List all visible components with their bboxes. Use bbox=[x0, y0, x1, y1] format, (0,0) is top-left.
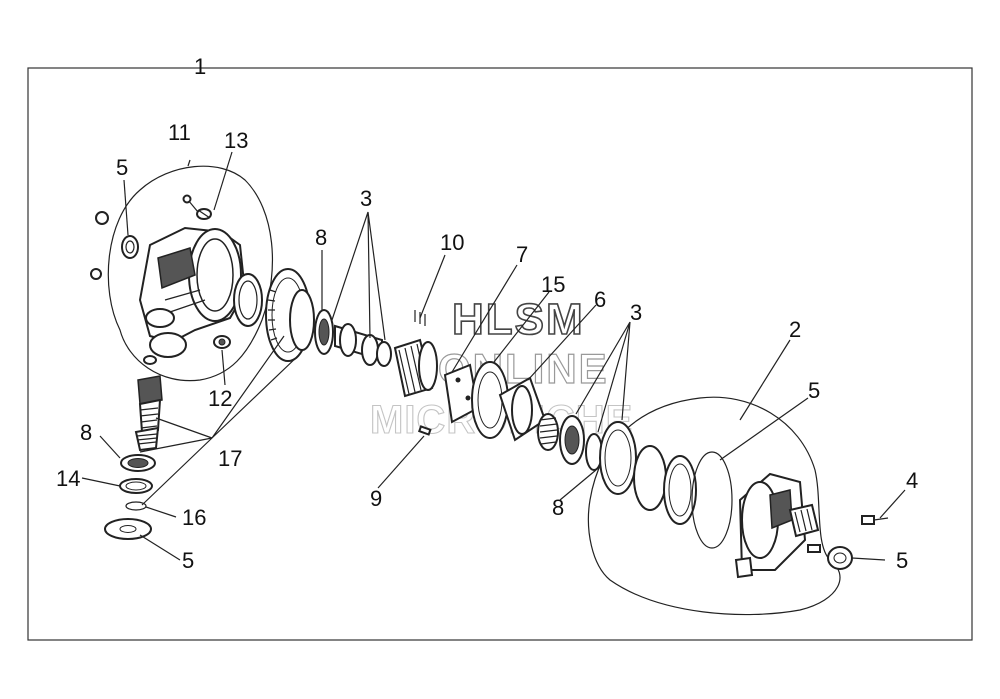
callout-7: 7 bbox=[516, 242, 528, 267]
callout-5-bottom-left: 5 bbox=[182, 548, 194, 573]
callout-4: 4 bbox=[906, 468, 918, 493]
part-gear-housing-11 bbox=[138, 226, 247, 358]
part-bolt-4 bbox=[861, 515, 889, 525]
part-o-ring-5-upper-left bbox=[121, 235, 139, 259]
part-breather-valve-13 bbox=[182, 194, 212, 220]
callout-3-right: 3 bbox=[630, 300, 642, 325]
callout-5-upper-left: 5 bbox=[116, 155, 128, 180]
callout-6: 6 bbox=[594, 287, 606, 312]
callout-17: 17 bbox=[218, 446, 242, 471]
callout-8-lower-left: 8 bbox=[80, 420, 92, 445]
part-dowel-pin bbox=[807, 544, 821, 553]
callout-8-center: 8 bbox=[315, 225, 327, 250]
callout-5-right-lower: 5 bbox=[896, 548, 908, 573]
callout-11: 11 bbox=[168, 120, 191, 145]
callout-5-right-upper: 5 bbox=[808, 378, 820, 403]
part-fuel-line-tube bbox=[73, 211, 109, 280]
part-roller-pin-9 bbox=[417, 425, 432, 436]
part-armature-plate-15 bbox=[471, 361, 509, 439]
group-outline-11 bbox=[107, 165, 274, 382]
part-o-ring-5-right bbox=[691, 451, 733, 549]
part-pinion-shaft bbox=[134, 355, 163, 452]
callout-labels: 1 11 13 5 3 8 10 7 15 6 3 2 5 12 8 17 14… bbox=[56, 54, 918, 573]
callout-10: 10 bbox=[440, 230, 464, 255]
part-input-shaft bbox=[334, 323, 392, 367]
watermark-line-1: HLSM bbox=[452, 295, 585, 344]
leader-lines bbox=[81, 151, 906, 561]
callout-1: 1 bbox=[194, 54, 206, 79]
callout-15: 15 bbox=[541, 272, 565, 297]
callout-9: 9 bbox=[370, 486, 382, 511]
part-roller-clutch-cage bbox=[393, 338, 438, 398]
callout-3-center: 3 bbox=[360, 186, 372, 211]
diagram-frame bbox=[27, 67, 973, 641]
part-bolt-12 bbox=[213, 335, 231, 349]
callout-2: 2 bbox=[789, 317, 801, 342]
part-seal-ring-right-1 bbox=[599, 421, 637, 495]
part-output-gear bbox=[537, 413, 559, 451]
callout-16: 16 bbox=[182, 505, 206, 530]
part-gasket-right bbox=[633, 445, 667, 511]
callout-8-right: 8 bbox=[552, 495, 564, 520]
part-cover-housing-2 bbox=[734, 472, 820, 579]
callout-14: 14 bbox=[56, 466, 80, 491]
part-coil-6 bbox=[498, 376, 547, 442]
callout-13: 13 bbox=[224, 128, 248, 153]
callout-12: 12 bbox=[208, 386, 232, 411]
part-washer-16 bbox=[125, 501, 147, 511]
part-ring-gear bbox=[265, 268, 315, 362]
